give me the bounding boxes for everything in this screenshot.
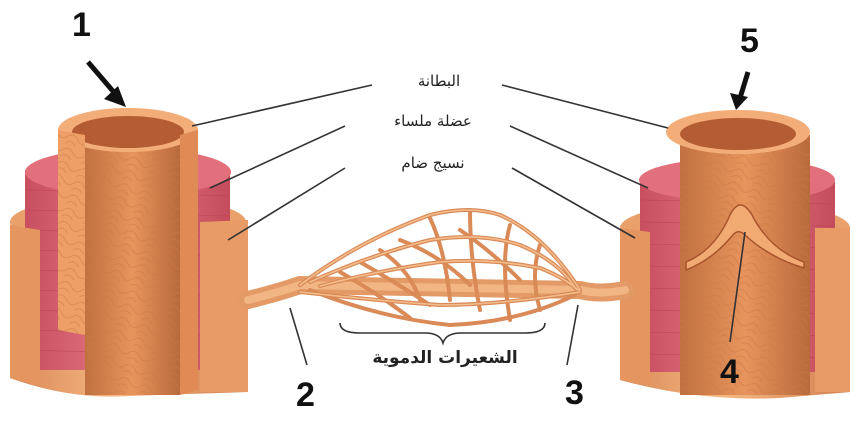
label-smooth-muscle: عضلة ملساء — [358, 114, 508, 129]
artery-left — [10, 108, 248, 397]
label-connective-tissue: نسيج ضام — [358, 156, 508, 171]
arrow-5 — [730, 72, 748, 110]
label-number-5: 5 — [740, 24, 759, 58]
label-number-2: 2 — [296, 378, 315, 412]
label-number-3: 3 — [565, 376, 584, 410]
label-number-1: 1 — [72, 8, 91, 42]
label-endothelium: البطانة — [384, 74, 494, 89]
label-capillaries: الشعيرات الدموية — [330, 350, 560, 367]
label-number-4: 4 — [720, 355, 739, 389]
capillary-network — [248, 210, 625, 325]
arrow-1 — [88, 62, 126, 107]
